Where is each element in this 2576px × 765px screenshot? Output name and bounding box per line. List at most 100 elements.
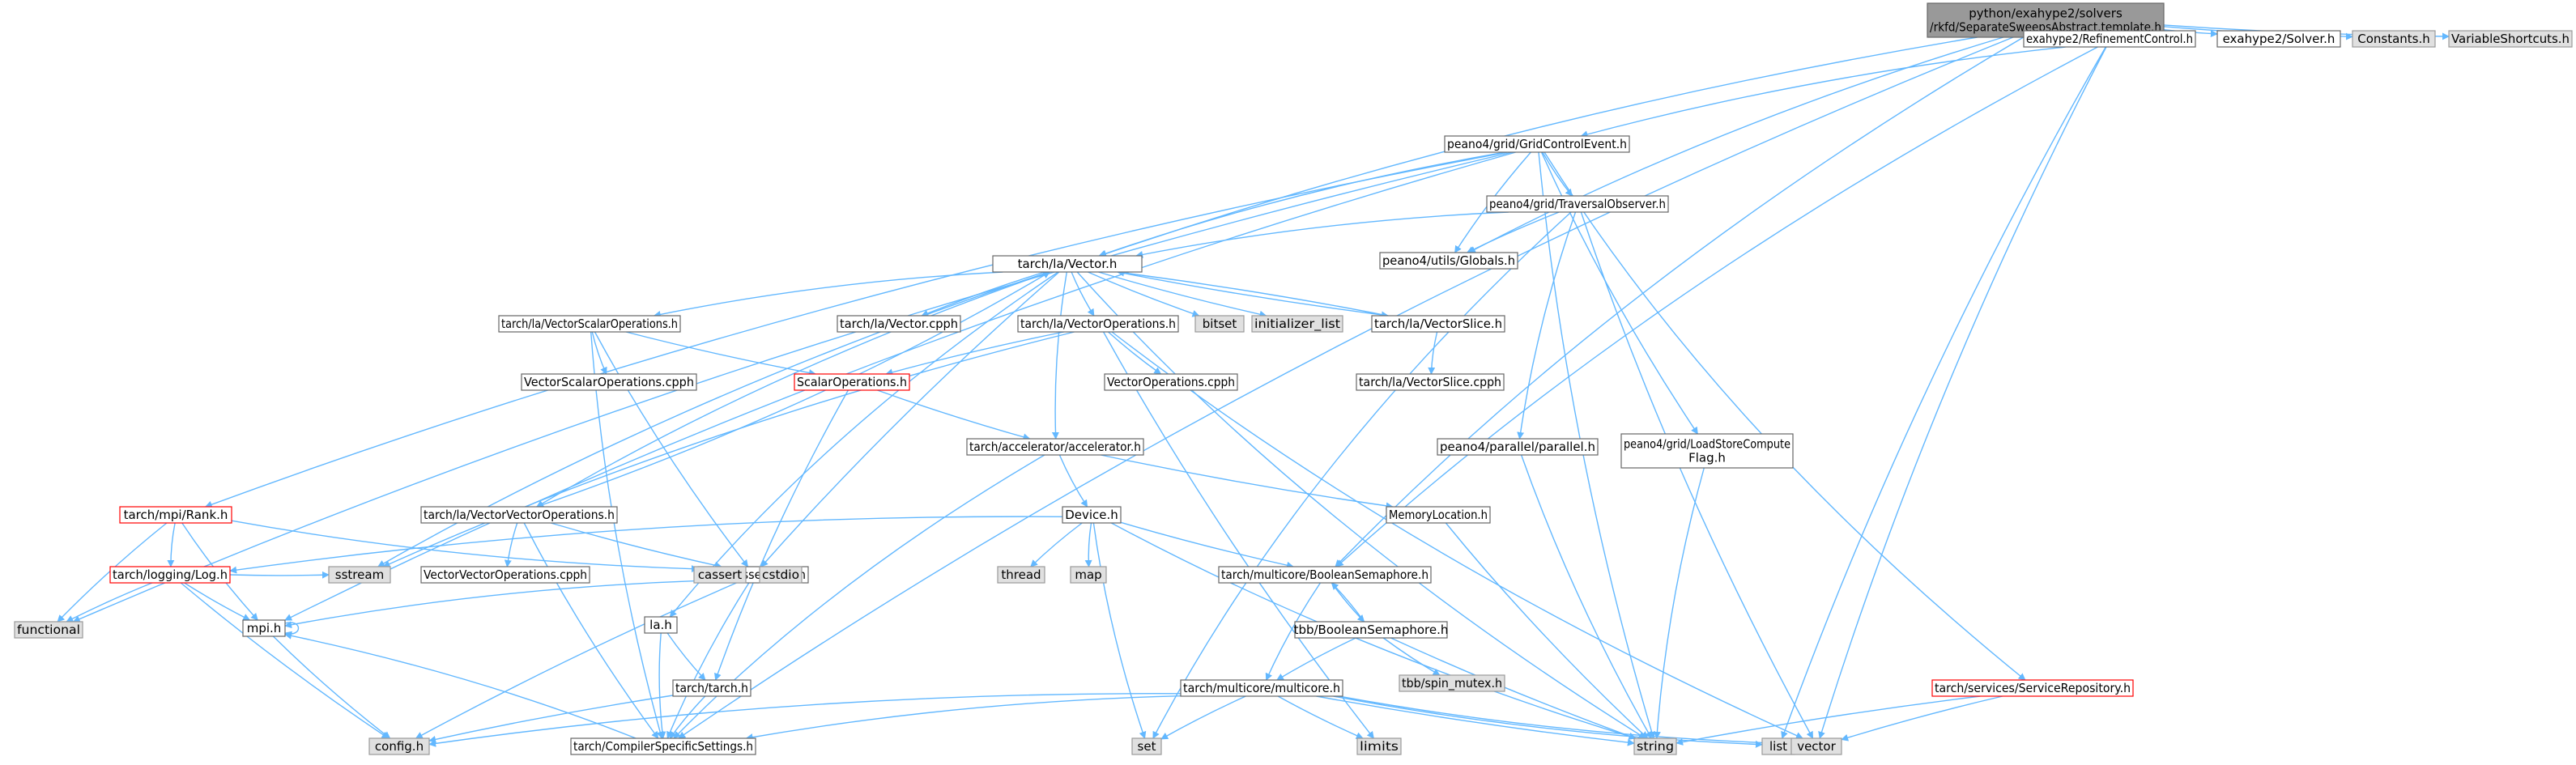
node-label-bitset: bitset <box>1203 317 1237 331</box>
node-label-map: map <box>1075 567 1101 582</box>
node-label-constants: Constants.h <box>2357 32 2430 46</box>
node-box-tbbsem <box>1294 621 1448 639</box>
edge-parallel-to-string <box>1520 454 1653 739</box>
edge-rank-to-assert <box>231 520 699 573</box>
node-refctl[interactable]: exahype2/RefinementControl.h <box>2023 30 2196 48</box>
node-label-string: string <box>1637 739 1674 754</box>
edge-scalops-to-accel <box>877 389 1031 441</box>
edge-refctl-to-boolsem <box>1335 46 2098 567</box>
node-label-cstdio: cstdio <box>762 567 799 582</box>
node-config: config.h <box>368 737 430 755</box>
edge-lah-to-tarch <box>666 632 706 681</box>
node-box-gridctl <box>1444 135 1630 153</box>
node-box-refctl <box>2023 30 2196 48</box>
edge-refctl-to-gridctl <box>1580 46 2066 138</box>
edge-device-to-log <box>229 516 1063 574</box>
edge-vector-to-vslice <box>1117 271 1389 319</box>
node-servrepo[interactable]: tarch/services/ServiceRepository.h <box>1931 679 2134 697</box>
node-vops[interactable]: tarch/la/VectorOperations.h <box>1017 315 1179 333</box>
node-tarch[interactable]: tarch/tarch.h <box>672 679 752 697</box>
node-vscalopscpph[interactable]: VectorScalarOperations.cpph <box>521 373 697 391</box>
node-label-vops: tarch/la/VectorOperations.h <box>1020 317 1176 331</box>
node-device[interactable]: Device.h <box>1062 506 1122 524</box>
node-label-varshort: VariableShortcuts.h <box>2451 32 2570 46</box>
node-compset[interactable]: tarch/CompilerSpecificSettings.h <box>570 737 756 755</box>
node-log[interactable]: tarch/logging/Log.h <box>109 566 231 584</box>
node-box-cassert <box>693 566 747 584</box>
node-functional: functional <box>14 621 83 639</box>
node-box-vopscpph <box>1104 373 1238 391</box>
edge-gridctl-to-servrepo <box>1543 151 2026 681</box>
edge-gridctl-to-rank <box>204 151 1508 508</box>
edge-servrepo-to-string <box>1675 695 1981 746</box>
node-multicore[interactable]: tarch/multicore/multicore.h <box>1180 679 1343 697</box>
node-solver[interactable]: exahype2/Solver.h <box>2216 30 2341 48</box>
node-box-sstream <box>328 566 391 584</box>
node-gridctl[interactable]: peano4/grid/GridControlEvent.h <box>1444 135 1630 153</box>
node-vscalops[interactable]: tarch/la/VectorScalarOperations.h <box>498 315 681 333</box>
node-vslice[interactable]: tarch/la/VectorSlice.h <box>1371 315 1505 333</box>
edge-vvops-to-vector <box>536 271 1050 508</box>
edge-vscalops-to-vscalopscpph <box>591 331 607 375</box>
node-label-memloc: MemoryLocation.h <box>1389 508 1488 522</box>
edge-assert-to-compset <box>666 582 750 739</box>
node-tbbspin: tbb/spin_mutex.h <box>1399 674 1505 692</box>
node-label-vcpph: tarch/la/Vector.cpph <box>840 317 958 331</box>
edge-vops-to-vopscpph <box>1108 331 1162 375</box>
node-box-memloc <box>1386 506 1491 524</box>
node-box-vslicecpph <box>1356 373 1505 391</box>
node-list: list <box>1761 737 1795 755</box>
node-bitset: bitset <box>1194 315 1245 333</box>
node-scalops[interactable]: ScalarOperations.h <box>794 373 910 391</box>
node-memloc[interactable]: MemoryLocation.h <box>1386 506 1491 524</box>
node-vvopscpph[interactable]: VectorVectorOperations.cpph <box>420 566 590 584</box>
node-accel[interactable]: tarch/accelerator/accelerator.h <box>966 438 1144 456</box>
edge-travobs-to-vector <box>1135 211 1509 258</box>
node-label-vector: tarch/la/Vector.h <box>1018 257 1118 271</box>
edge-gridctl-to-functional <box>72 151 1513 623</box>
edge-travobs-to-vectorstd <box>1580 211 1814 739</box>
edge-rank-to-log <box>167 522 176 567</box>
node-box-vvopscpph <box>420 566 590 584</box>
node-vslicecpph[interactable]: tarch/la/VectorSlice.cpph <box>1356 373 1505 391</box>
edge-refctl-to-vectorstd <box>1818 46 2107 739</box>
node-label-globals: peano4/utils/Globals.h <box>1382 253 1515 268</box>
edge-gridctl-to-travobs <box>1542 151 1573 197</box>
node-box-cstdio <box>759 566 803 584</box>
node-label-vscalopscpph: VectorScalarOperations.cpph <box>524 375 694 389</box>
edge-travobs-to-globals <box>1466 211 1560 253</box>
node-rank[interactable]: tarch/mpi/Rank.h <box>119 506 232 524</box>
node-box-boolsem <box>1218 566 1432 584</box>
edge-gridctl-to-vector <box>1098 151 1505 257</box>
node-box-servrepo <box>1931 679 2134 697</box>
edge-refctl-to-list <box>1781 46 2106 739</box>
node-globals[interactable]: peano4/utils/Globals.h <box>1379 252 1518 270</box>
edge-vops-to-vectorstd <box>1111 331 1803 739</box>
edge-tbbsem-to-multicore <box>1276 637 1356 681</box>
node-vvops[interactable]: tarch/la/VectorVectorOperations.h <box>420 506 618 524</box>
node-tbbsem[interactable]: tbb/BooleanSemaphore.h <box>1294 621 1449 639</box>
node-mpi[interactable]: mpi.h <box>242 619 286 637</box>
node-vopscpph[interactable]: VectorOperations.cpph <box>1104 373 1238 391</box>
node-boolsem[interactable]: tarch/multicore/BooleanSemaphore.h <box>1218 566 1432 584</box>
node-constants: Constants.h <box>2352 30 2436 48</box>
edge-layer <box>57 24 2450 748</box>
node-label-accel: tarch/accelerator/accelerator.h <box>969 440 1141 454</box>
node-vcpph[interactable]: tarch/la/Vector.cpph <box>837 315 961 333</box>
node-label-lsflag-line-1: Flag.h <box>1688 451 1726 465</box>
node-initlist: initializer_list <box>1251 315 1343 333</box>
node-label-boolsem: tarch/multicore/BooleanSemaphore.h <box>1221 567 1429 582</box>
edge-memloc-to-string <box>1445 522 1649 739</box>
edge-root-to-boolsem <box>1335 36 2025 567</box>
node-vector[interactable]: tarch/la/Vector.h <box>992 255 1143 273</box>
edge-lah-to-compset <box>658 632 666 739</box>
node-travobs[interactable]: peano4/grid/TraversalObserver.h <box>1486 195 1669 213</box>
edge-multicore-to-vectorstd <box>1338 695 1792 747</box>
edge-vector-to-assert <box>760 271 1060 567</box>
node-parallel[interactable]: peano4/parallel/parallel.h <box>1437 438 1599 456</box>
node-label-thread: thread <box>1001 567 1041 582</box>
node-lah[interactable]: la.h <box>644 616 678 634</box>
edge-travobs-to-parallel <box>1517 211 1577 440</box>
node-label-initlist: initializer_list <box>1254 317 1340 332</box>
